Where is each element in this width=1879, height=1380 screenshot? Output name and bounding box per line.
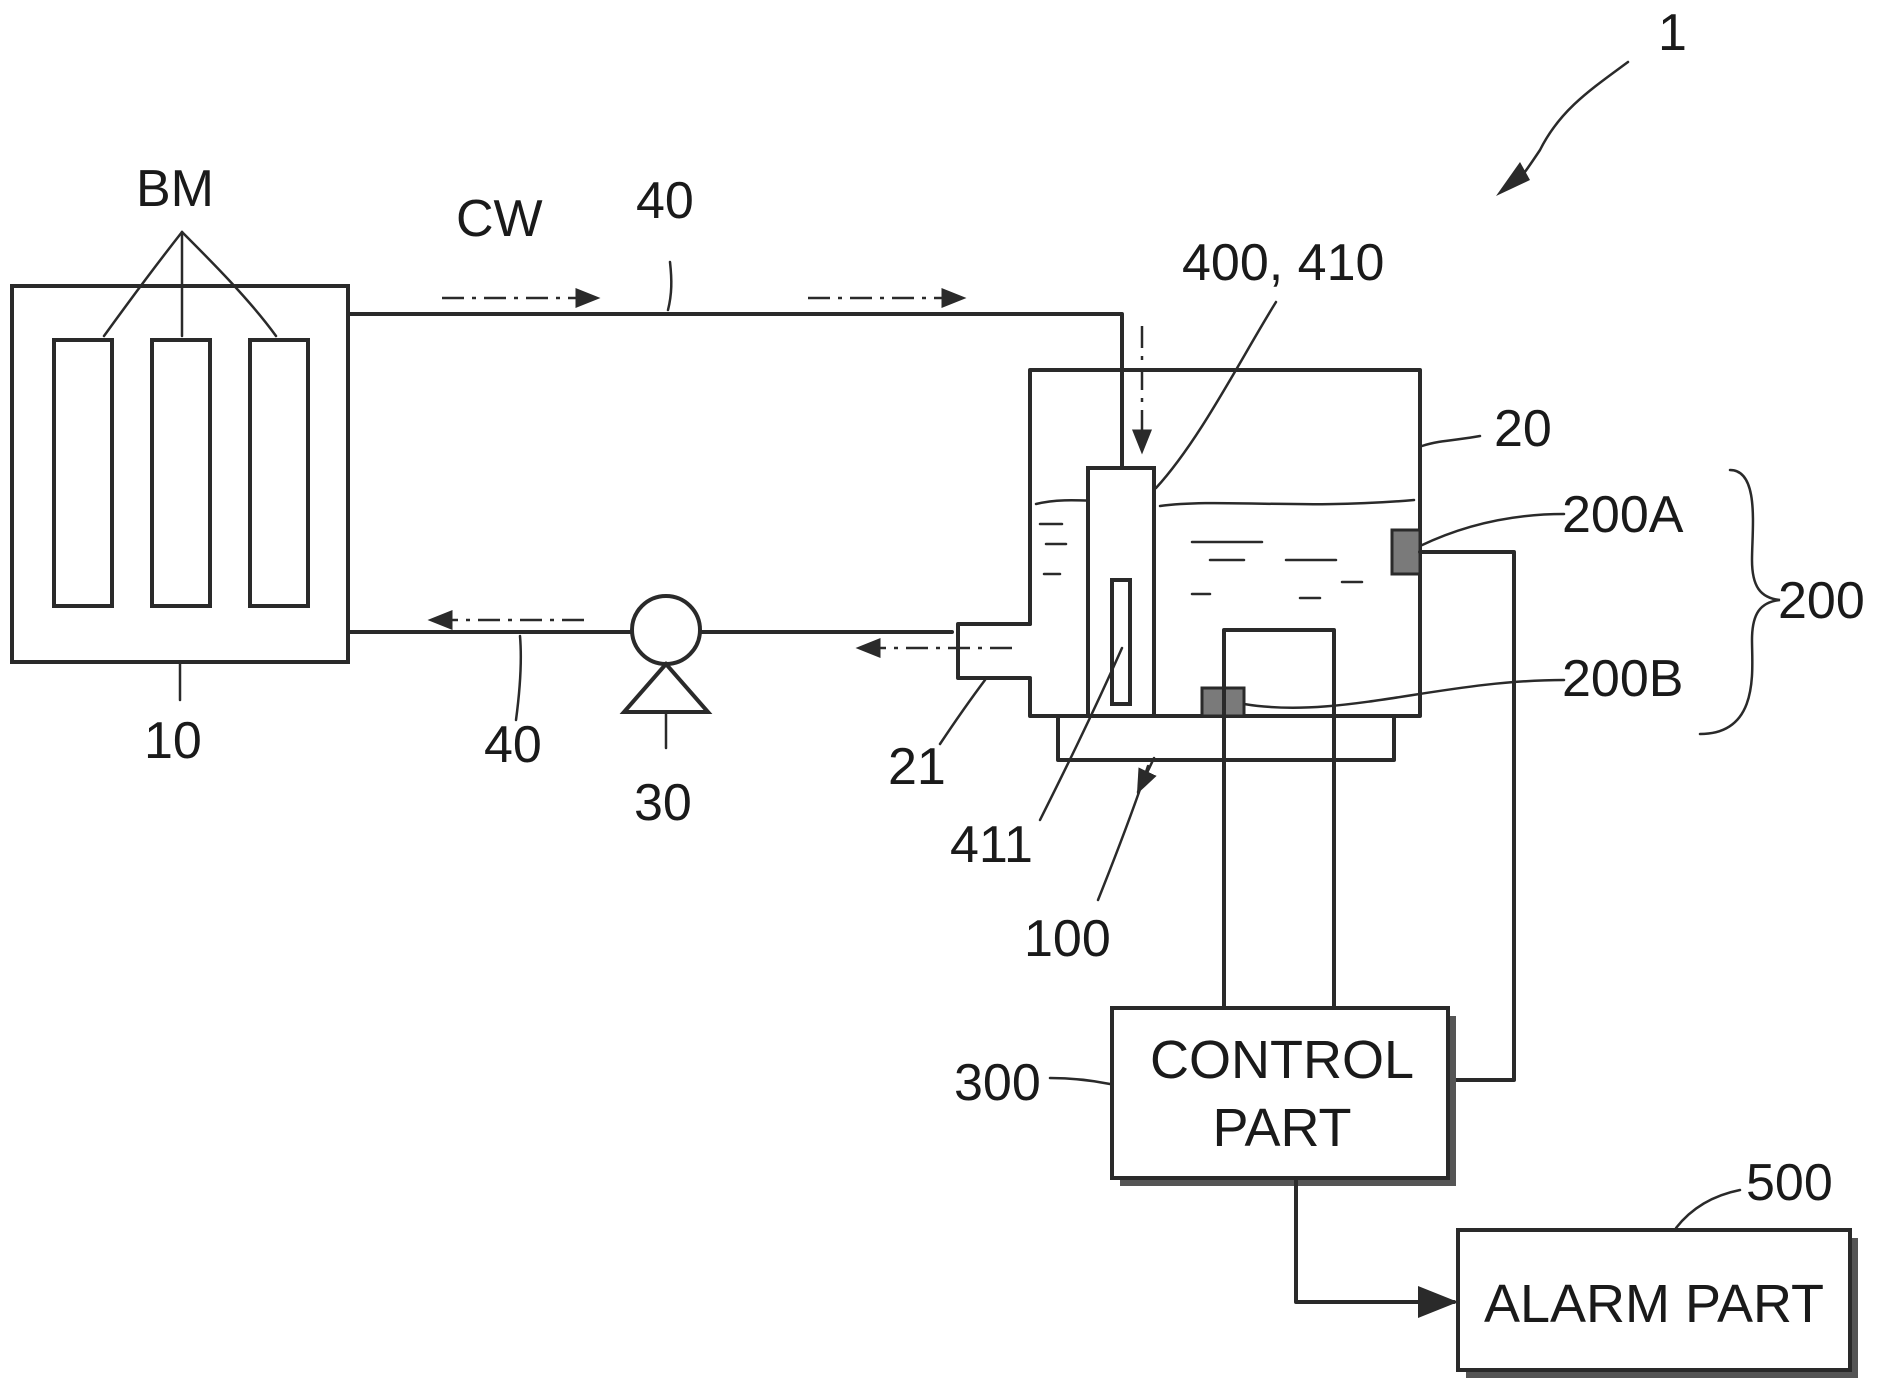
system-arrow-head — [1496, 162, 1530, 196]
label-pump: 30 — [634, 774, 692, 832]
label-cw: CW — [456, 190, 543, 248]
sensor-pair-leader — [1156, 302, 1276, 488]
outlet-pipe — [958, 624, 1030, 678]
label-level-upper: 200A — [1562, 486, 1684, 544]
control-leader — [1050, 1078, 1110, 1084]
battery-cell-3 — [250, 340, 308, 606]
label-tank: 20 — [1494, 400, 1552, 458]
tank-leader — [1422, 436, 1480, 446]
label-level-group: 200 — [1778, 572, 1865, 630]
control-part-line2: PART — [1212, 1098, 1351, 1158]
system-leader — [1506, 62, 1628, 188]
alarm-part: ALARM PART — [1458, 1230, 1858, 1378]
wire-alarm — [1296, 1180, 1454, 1302]
sensor-rod-leader — [1040, 648, 1122, 820]
level-sensor-upper — [1392, 530, 1420, 574]
level-upper-leader — [1420, 514, 1564, 546]
pump — [624, 596, 708, 712]
label-control-ref: 300 — [954, 1054, 1041, 1112]
label-line-bottom: 40 — [484, 716, 542, 774]
battery-cell-1 — [54, 340, 112, 606]
sensor-rod — [1112, 580, 1130, 704]
control-part: CONTROL PART — [1112, 1008, 1456, 1186]
label-outlet: 21 — [888, 738, 946, 796]
label-level-lower: 200B — [1562, 650, 1683, 708]
label-system: 1 — [1658, 4, 1687, 62]
control-part-line1: CONTROL — [1150, 1030, 1414, 1090]
heater-leader — [1098, 766, 1148, 900]
battery-cell-2 — [152, 340, 210, 606]
label-module: 10 — [144, 712, 202, 770]
label-bm: BM — [136, 160, 214, 218]
label-sensor-rod: 411 — [950, 816, 1033, 874]
label-sensor-pair: 400, 410 — [1182, 234, 1384, 292]
line-bottom-leader — [516, 636, 521, 720]
alarm-leader — [1676, 1190, 1740, 1228]
label-alarm-ref: 500 — [1746, 1154, 1833, 1212]
line-top-leader — [668, 262, 671, 310]
alarm-part-label: ALARM PART — [1484, 1274, 1824, 1334]
label-heater: 100 — [1024, 910, 1111, 968]
outlet-leader — [940, 680, 985, 744]
wire-level-upper — [1420, 552, 1514, 1080]
battery-module — [12, 286, 348, 662]
label-line-top: 40 — [636, 172, 694, 230]
coolant-line-top — [348, 314, 1122, 468]
level-group-brace — [1700, 470, 1780, 734]
